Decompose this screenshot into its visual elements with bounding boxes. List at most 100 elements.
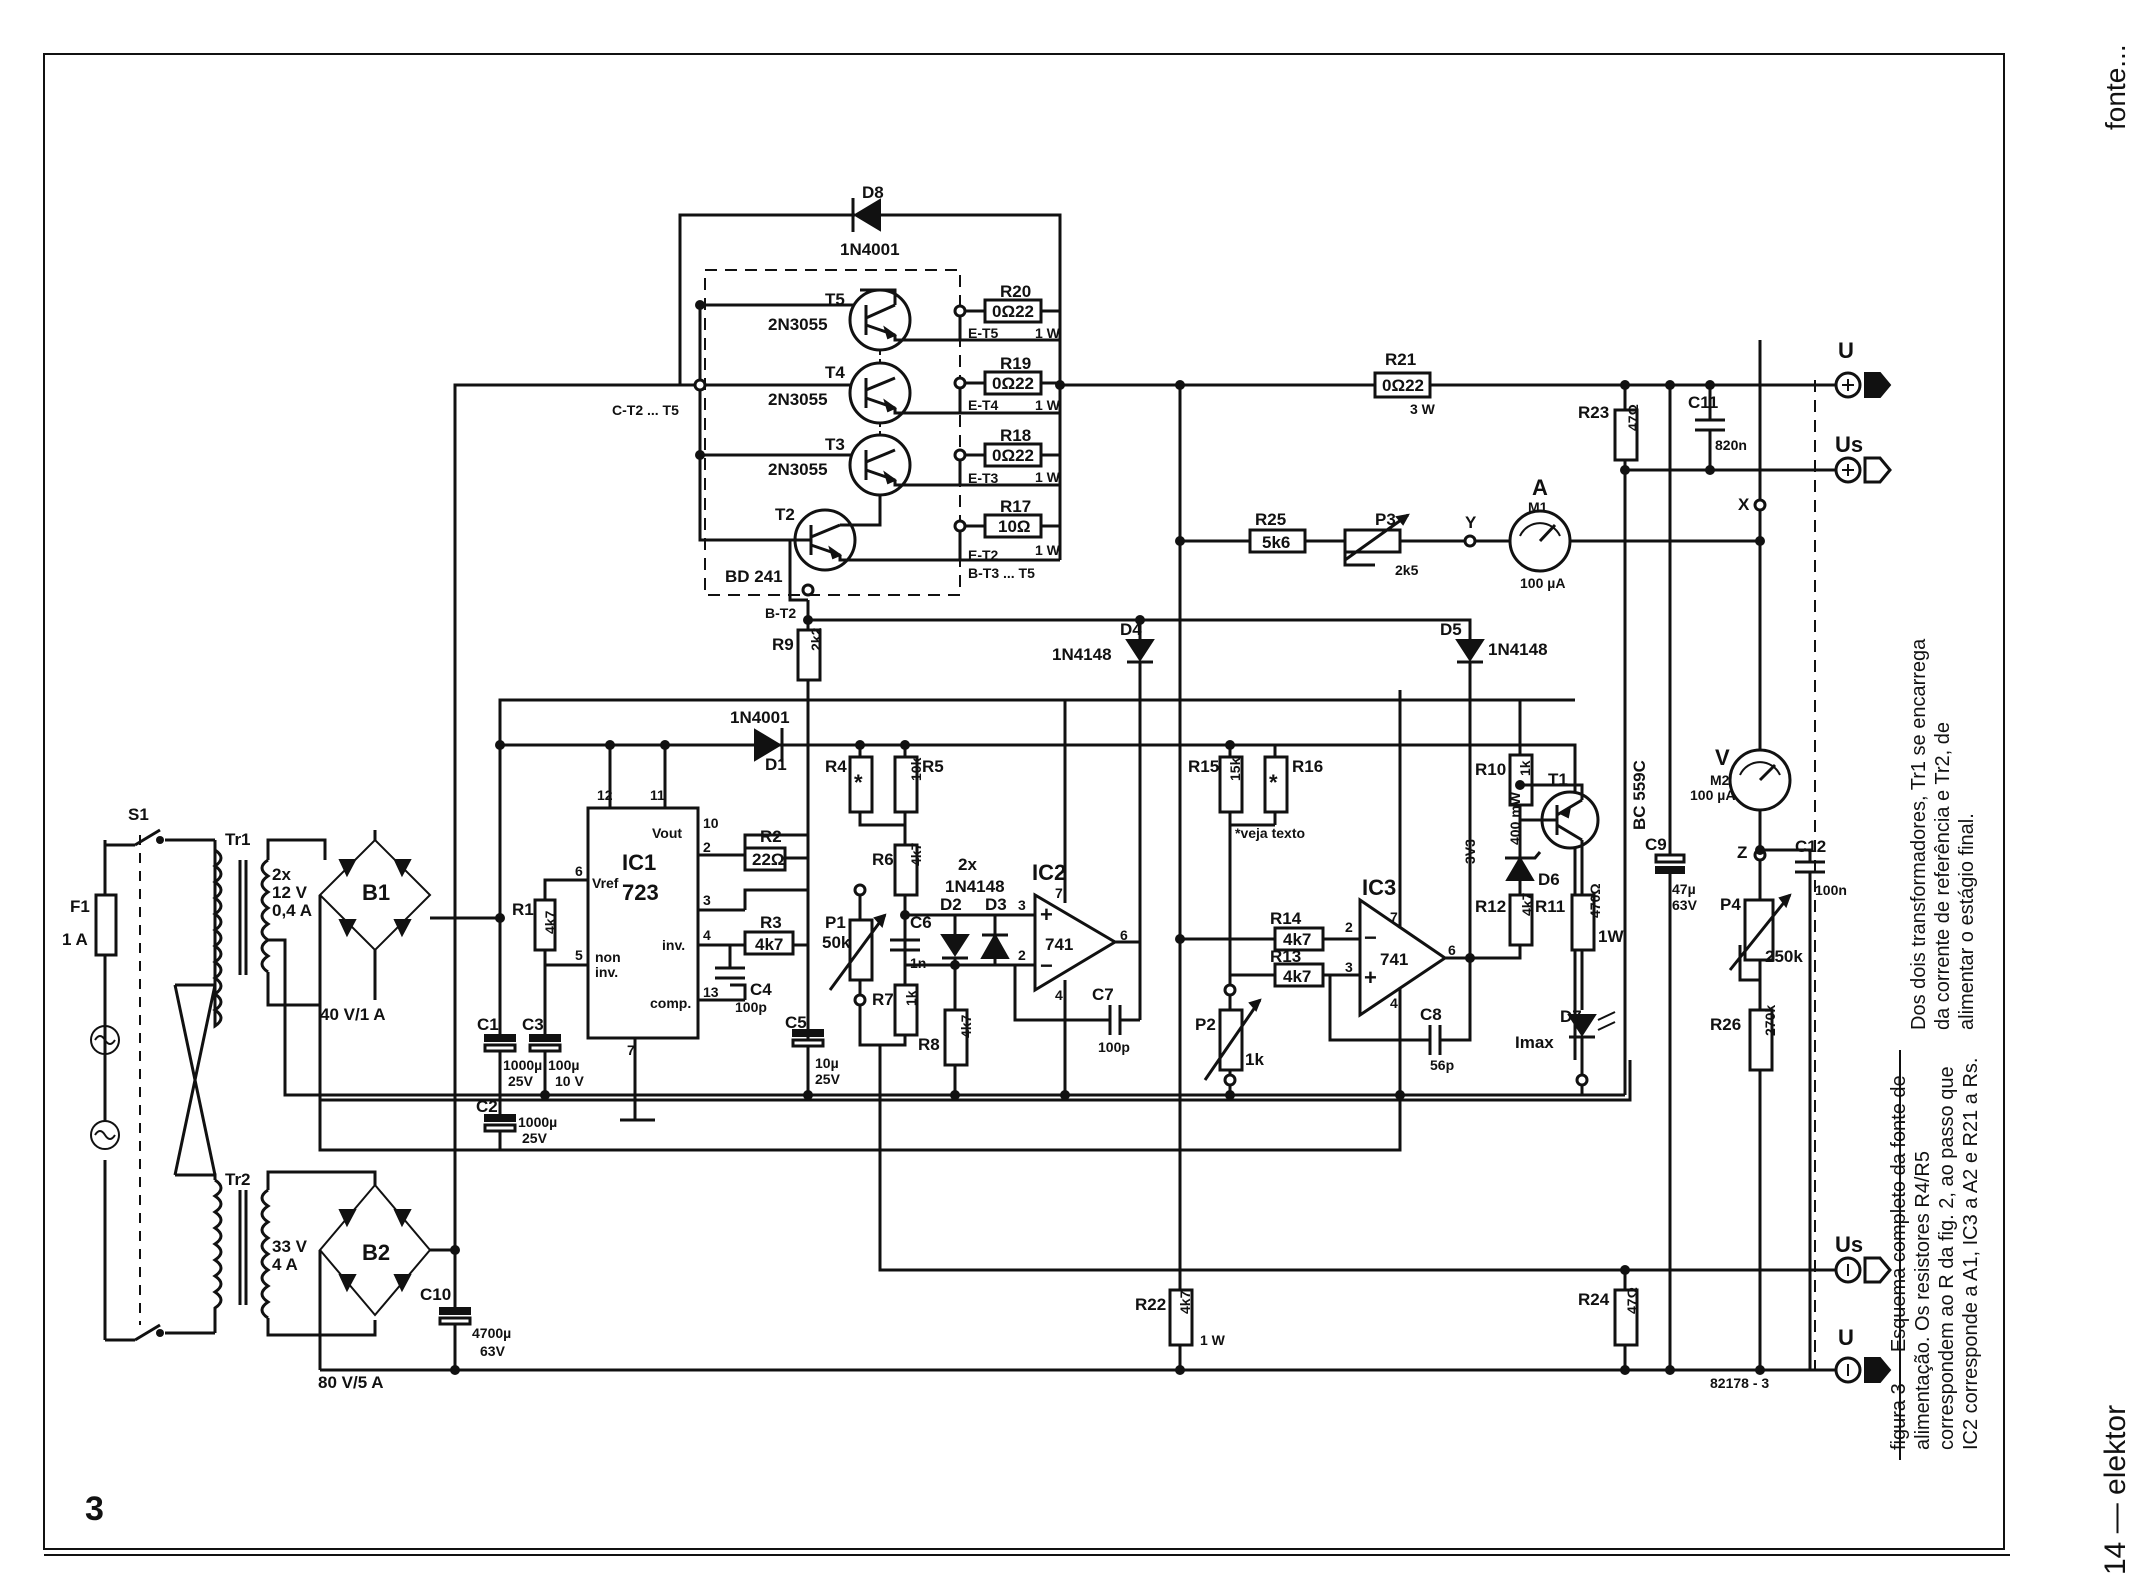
note-line-1: Dos dois transformadores, Tr1 se encarre… — [1908, 638, 1930, 1030]
label-r11: R11 — [1535, 897, 1565, 916]
figure-number: 3 — [85, 1490, 104, 1528]
resistor-r15 — [1218, 745, 1275, 827]
capacitor-c7 — [1090, 1005, 1140, 1035]
ic3-pin6: 6 — [1448, 942, 1456, 958]
terminal-us-minus[interactable] — [1834, 1256, 1892, 1284]
label-d4: D4 — [1120, 620, 1142, 639]
label-c2-v1: 1000µ — [518, 1114, 557, 1130]
label-node-bt3: B-T3 ... T5 — [968, 565, 1035, 581]
label-r21-p: 3 W — [1410, 401, 1436, 417]
label-b2-rating: 80 V/5 A — [318, 1373, 384, 1392]
label-ic1-noninv: inv. — [595, 964, 618, 980]
label-p3-v: 2k5 — [1395, 562, 1419, 578]
terminal-u-minus[interactable] — [1834, 1356, 1892, 1384]
transistor-t3 — [848, 423, 1060, 497]
capacitor-c9 — [1654, 385, 1686, 1370]
potentiometer-p4 — [1728, 885, 1792, 1010]
resistor-r3 — [698, 930, 808, 956]
label-r24-v: 47Ω — [1624, 1287, 1640, 1314]
label-r17: R17 — [1000, 497, 1031, 516]
label-s1: S1 — [128, 805, 149, 824]
ic3-741 — [1328, 690, 1522, 1095]
figure-frame — [43, 53, 2005, 1550]
note-line-2: da corrente de referência e Tr2, de — [1932, 722, 1954, 1030]
label-ic1-pin5: 5 — [575, 947, 583, 963]
label-b2: B2 — [362, 1240, 390, 1265]
switch-s1 — [134, 828, 161, 847]
resistor-r8 — [943, 1008, 969, 1095]
label-tr2-v2: 4 A — [272, 1255, 298, 1274]
label-m2: M2 — [1710, 772, 1730, 788]
label-r2: R2 — [760, 827, 782, 846]
label-r14-v: 4k7 — [1283, 930, 1311, 949]
caption-line-3: correspondem ao R da fig. 2, ao passo qu… — [1936, 1066, 1958, 1450]
label-d4-type: 1N4148 — [1052, 645, 1112, 664]
resistor-r24 — [1613, 1270, 1639, 1370]
label-t5: T5 — [825, 290, 845, 309]
label-r15-v: 15k — [1227, 757, 1243, 781]
label-r15: R15 — [1188, 757, 1219, 776]
label-d7: D7 — [1560, 1007, 1582, 1026]
resistor-r21 — [1373, 371, 1432, 399]
label-r16-note: *veja texto — [1235, 825, 1305, 841]
heatsink-outline — [704, 269, 961, 596]
label-p4-v: 250k — [1765, 947, 1803, 966]
label-r6-v: 4k7 — [908, 842, 924, 866]
transistor-t2 — [698, 455, 1060, 602]
label-d1: D1 — [765, 755, 787, 774]
label-c9-v1: 47µ — [1672, 881, 1696, 897]
label-r16: R16 — [1292, 757, 1323, 776]
label-r3: R3 — [760, 913, 782, 932]
label-d1-type: 1N4001 — [730, 708, 790, 727]
label-r21: R21 — [1385, 350, 1416, 369]
label-r20: R20 — [1000, 282, 1031, 301]
label-node-et2: E-T2 — [968, 547, 999, 563]
label-c9-v2: 63V — [1672, 897, 1698, 913]
resistor-r11 — [1570, 893, 1596, 1010]
label-ic3-plus: + — [1364, 965, 1377, 990]
fuse-f1 — [94, 893, 118, 957]
label-tr1: Tr1 — [225, 830, 251, 849]
label-ic1: IC1 — [622, 850, 656, 875]
caption-line-2: alimentação. Os resistores R4/R5 — [1912, 1151, 1934, 1450]
label-r10-v: 1k — [1517, 760, 1533, 776]
label-t2: T2 — [775, 505, 795, 524]
label-r2-v: 22Ω — [752, 850, 785, 869]
label-node-bt2: B-T2 — [765, 605, 796, 621]
label-r7: R7 — [872, 990, 894, 1009]
label-p3: P3 — [1375, 510, 1396, 529]
label-r26-v: 270k — [1762, 1005, 1778, 1036]
label-c2-v2: 25V — [522, 1130, 548, 1146]
label-m1-letter: A — [1532, 475, 1548, 500]
label-node-y: Y — [1465, 513, 1477, 532]
label-t4-type: 2N3055 — [768, 390, 828, 409]
resistor-r23 — [1613, 385, 1639, 1095]
resistor-r12 — [1508, 893, 1534, 947]
label-r16-v: * — [1269, 770, 1278, 795]
label-r26: R26 — [1710, 1015, 1741, 1034]
potentiometer-p3 — [1343, 513, 1510, 567]
label-r1-v: 4k7 — [542, 910, 558, 934]
label-tr2: Tr2 — [225, 1170, 251, 1189]
led-d7 — [1567, 1011, 1616, 1095]
diode-d8 — [853, 198, 881, 232]
section-header: fonte... — [2100, 44, 2131, 130]
zener-d6 — [1505, 840, 1542, 895]
resistor-r25 — [1180, 528, 1345, 554]
resistor-r1 — [533, 898, 557, 965]
label-r3-v: 4k7 — [755, 935, 783, 954]
terminal-us-plus[interactable] — [1834, 456, 1892, 484]
label-t1-type: BC 559C — [1630, 760, 1649, 830]
label-d6: D6 — [1538, 870, 1560, 889]
terminal-u-plus[interactable] — [1834, 371, 1892, 399]
label-r4: R4 — [825, 757, 847, 776]
label-ic2-type: 741 — [1045, 935, 1073, 954]
label-b1-rating: 40 V/1 A — [320, 1005, 386, 1024]
label-r23-v: 47Ω — [1625, 404, 1641, 431]
diode-d5 — [1140, 618, 1485, 955]
label-t4: T4 — [825, 363, 845, 382]
label-m1-v: 100 µA — [1520, 575, 1565, 591]
side-note: Dos dois transformadores, Tr1 se encarre… — [1908, 638, 1978, 1030]
label-r18-p: 1 W — [1035, 469, 1061, 485]
